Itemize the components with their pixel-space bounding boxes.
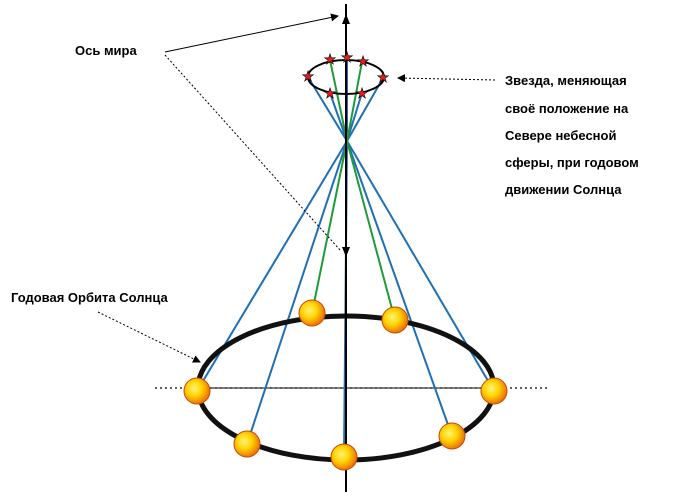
star-label-line: Звезда, меняющая bbox=[505, 73, 627, 88]
star-icon: ★ bbox=[356, 86, 369, 102]
axis-label: Ось мира bbox=[75, 43, 137, 58]
star-label-line: сферы, при годовом bbox=[505, 155, 639, 170]
green-projection-lines bbox=[311, 59, 396, 321]
star-label-pointer bbox=[397, 74, 496, 83]
star-icon: ★ bbox=[377, 70, 390, 86]
star-label: Звезда, меняющая своё положение на Север… bbox=[505, 73, 639, 197]
sun-icon bbox=[233, 430, 261, 458]
star-ring-ellipse bbox=[307, 59, 385, 95]
sun-positions bbox=[183, 299, 508, 471]
sun-icon bbox=[480, 377, 508, 405]
axis-top-arrow-icon bbox=[342, 14, 350, 24]
axis-mid-arrow-icon bbox=[342, 247, 350, 257]
sun-icon bbox=[330, 443, 358, 471]
sun-icon bbox=[298, 299, 326, 327]
orbit-label-pointer bbox=[97, 311, 201, 363]
star-label-line: движении Солнца bbox=[505, 182, 622, 197]
sun-icon bbox=[438, 422, 466, 450]
star-label-line: Севере небесной bbox=[505, 128, 616, 143]
sun-icon bbox=[381, 306, 409, 334]
star-icon: ★ bbox=[324, 86, 337, 102]
star-label-line: своё положение на bbox=[505, 101, 629, 116]
star-icon: ★ bbox=[302, 69, 315, 85]
star-marks: ★ ★ ★ ★ ★ ★ ★ bbox=[301, 50, 390, 103]
star-icon: ★ bbox=[357, 54, 370, 70]
star-icon: ★ bbox=[324, 52, 337, 68]
orbit-label: Годовая Орбита Солнца bbox=[11, 290, 168, 305]
star-icon: ★ bbox=[341, 50, 354, 66]
axis-label-pointers bbox=[164, 13, 341, 251]
sun-icon bbox=[183, 377, 211, 405]
